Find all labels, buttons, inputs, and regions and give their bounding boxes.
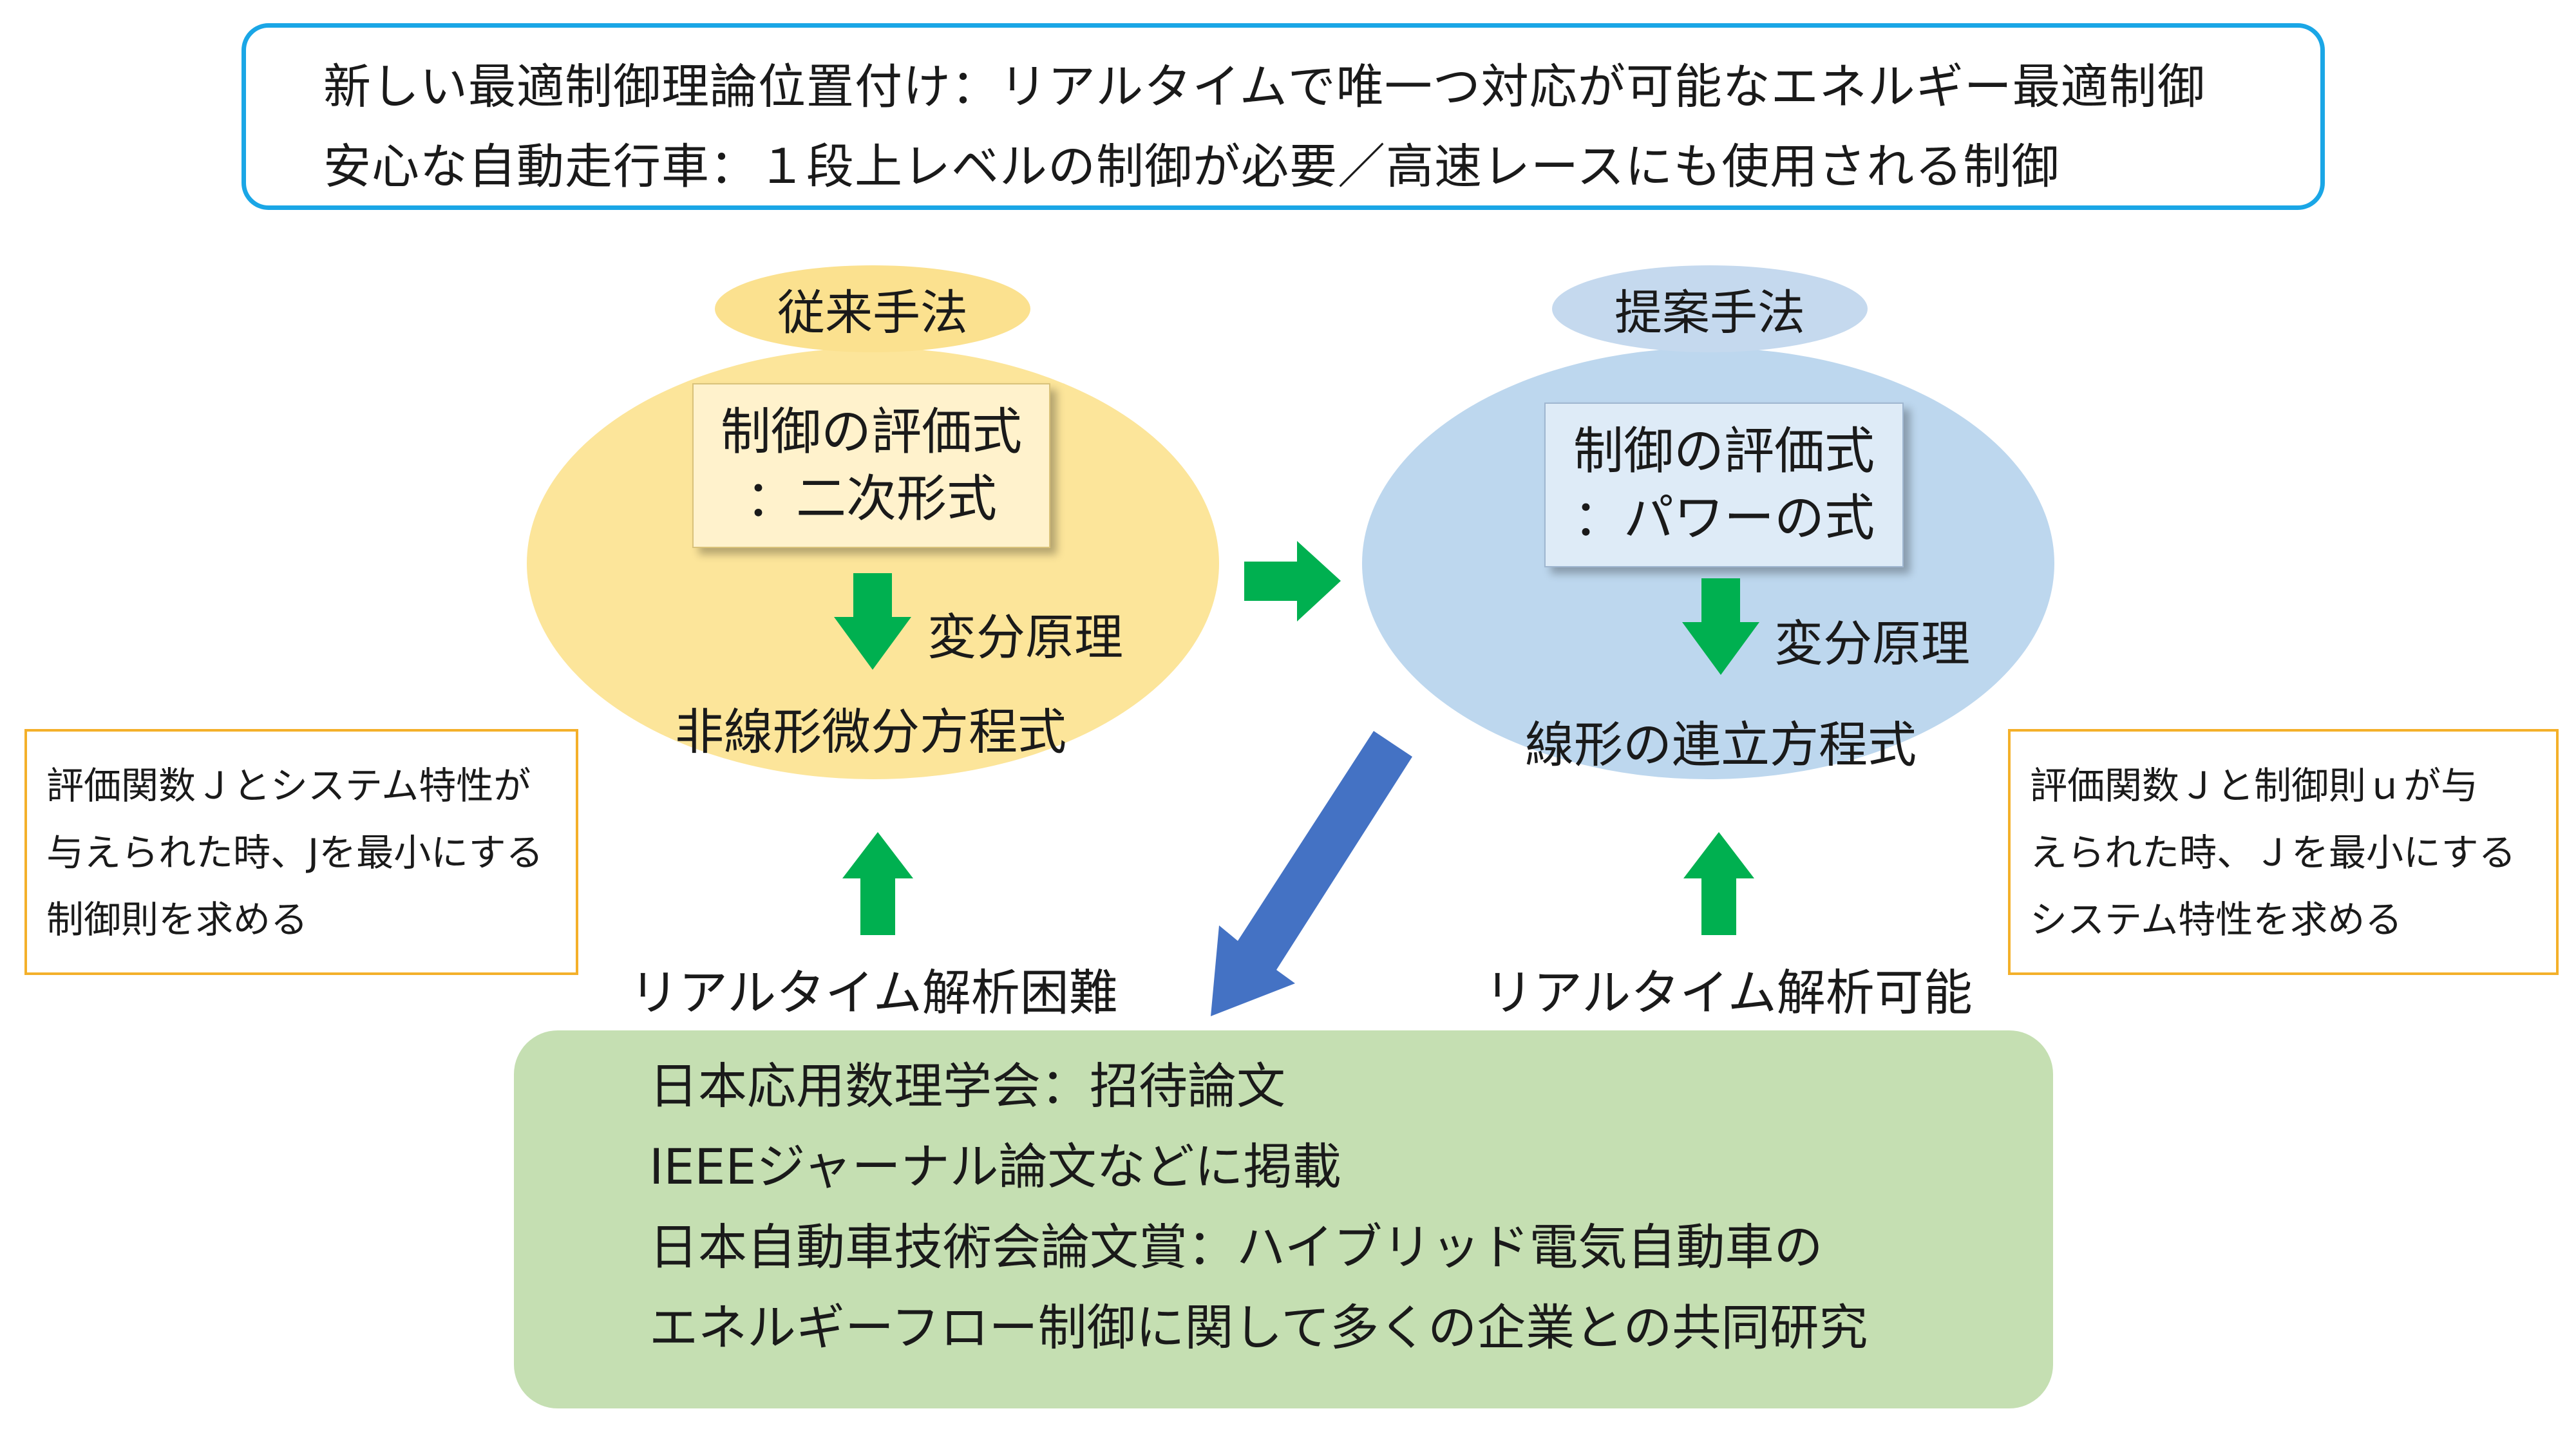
conventional-up-arrow [842, 832, 913, 935]
proposed-tag: 提案手法 [1552, 265, 1868, 352]
proposed-equation-box: 制御の評価式 ：パワーの式 [1544, 402, 1904, 567]
proposed-principle-label: 変分原理 [1774, 615, 1970, 672]
conventional-eq-line-2: ：二次形式 [745, 470, 997, 528]
achievement-item: エネルギーフロー制御に関して多くの企業との共同研究 [649, 1299, 1868, 1356]
right-arrow [1244, 541, 1341, 621]
conventional-note-line: 制御則を求める [46, 898, 308, 942]
proposed-note-line: システム特性を求める [2030, 898, 2403, 942]
conventional-side-note: 評価関数Ｊとシステム特性が 与えられた時、Jを最小にする 制御則を求める [24, 729, 578, 975]
proposed-realtime-label: リアルタイム解析可能 [1484, 964, 1973, 1021]
conventional-tag: 従来手法 [715, 265, 1030, 352]
conventional-note-line: 与えられた時、Jを最小にする [46, 831, 544, 875]
proposed-side-note: 評価関数Ｊと制御則ｕが与 えられた時、Ｊを最小にする システム特性を求める [2008, 729, 2559, 975]
conventional-realtime-label: リアルタイム解析困難 [630, 964, 1118, 1021]
proposed-down-arrow [1682, 578, 1759, 675]
achievement-item: 日本自動車技術会論文賞：ハイブリッド電気自動車の [649, 1218, 1823, 1276]
achievement-item: IEEEジャーナル論文などに掲載 [649, 1138, 1341, 1195]
conventional-principle-label: 変分原理 [927, 609, 1123, 666]
proposed-eq-line-1: 制御の評価式 [1573, 422, 1875, 480]
summary-box: 新しい最適制御理論位置付け：リアルタイムで唯一つ対応が可能なエネルギー最適制御 … [242, 23, 2325, 210]
summary-line-2: 安心な自動走行車：１段上レベルの制御が必要／高速レースにも使用される制御 [323, 139, 2060, 194]
conventional-equation-box: 制御の評価式 ：二次形式 [692, 383, 1050, 548]
conventional-result-label: 非線形微分方程式 [675, 703, 1066, 761]
proposed-note-line: 評価関数Ｊと制御則ｕが与 [2030, 764, 2479, 808]
conventional-down-arrow [834, 573, 911, 670]
conventional-eq-line-1: 制御の評価式 [720, 403, 1022, 461]
conventional-note-line: 評価関数Ｊとシステム特性が [46, 764, 531, 808]
proposed-result-label: 線形の連立方程式 [1525, 716, 1917, 773]
proposed-up-arrow [1683, 832, 1754, 935]
proposed-note-line: えられた時、Ｊを最小にする [2030, 831, 2516, 875]
summary-line-1: 新しい最適制御理論位置付け：リアルタイムで唯一つ対応が可能なエネルギー最適制御 [323, 59, 2206, 115]
achievements-box: 日本応用数理学会：招待論文 IEEEジャーナル論文などに掲載 日本自動車技術会論… [514, 1030, 2053, 1408]
proposed-eq-line-2: ：パワーの式 [1573, 489, 1875, 547]
achievement-item: 日本応用数理学会：招待論文 [649, 1057, 1285, 1115]
